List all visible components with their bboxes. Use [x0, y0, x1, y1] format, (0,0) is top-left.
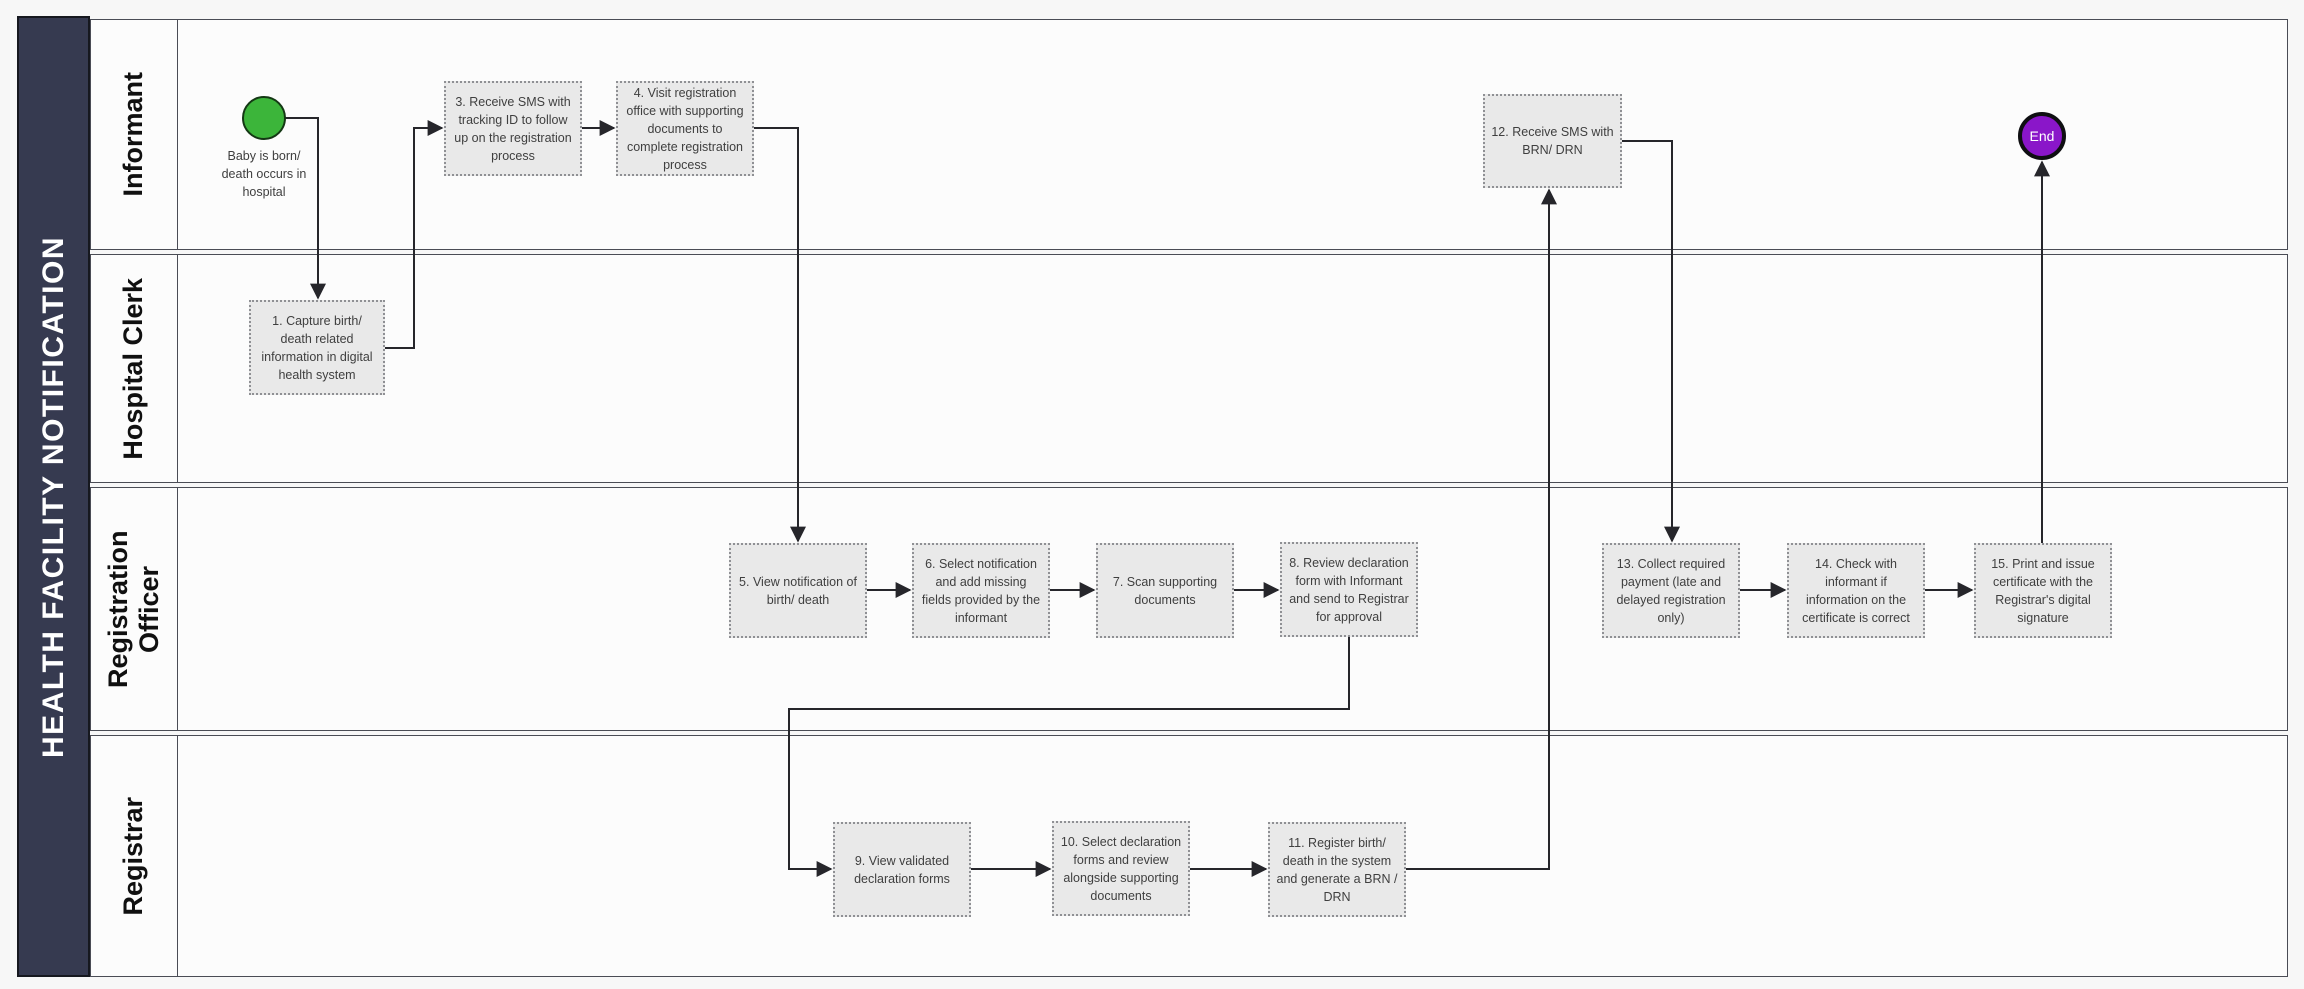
lane-label-informant: Informant	[91, 20, 178, 249]
task-14[interactable]: 14. Check with informant if information …	[1787, 543, 1925, 638]
lane-label-text: Hospital Clerk	[118, 277, 149, 460]
pool-title-text: HEALTH FACILITY NOTIFICATION	[36, 235, 70, 758]
lane-hospital-clerk: Hospital Clerk	[90, 254, 2288, 483]
task-12[interactable]: 12. Receive SMS with BRN/ DRN	[1483, 94, 1622, 188]
task-5[interactable]: 5. View notification of birth/ death	[729, 543, 867, 638]
end-event-label: End	[2029, 128, 2055, 144]
lane-label-text: Registration Officer	[102, 530, 164, 688]
task-13[interactable]: 13. Collect required payment (late and d…	[1602, 543, 1740, 638]
lane-label-text: Informant	[118, 72, 149, 197]
lane-informant: Informant	[90, 19, 2288, 250]
start-event-label: Baby is born/ death occurs in hospital	[221, 149, 307, 199]
task-6[interactable]: 6. Select notification and add missing f…	[912, 543, 1050, 638]
task-8[interactable]: 8. Review declaration form with Informan…	[1280, 542, 1418, 637]
task-3[interactable]: 3. Receive SMS with tracking ID to follo…	[444, 81, 582, 176]
task-9[interactable]: 9. View validated declaration forms	[833, 822, 971, 917]
task-7[interactable]: 7. Scan supporting documents	[1096, 543, 1234, 638]
start-event-circle[interactable]	[242, 96, 286, 140]
task-1[interactable]: 1. Capture birth/ death related informat…	[249, 300, 385, 395]
lane-label-registration-officer: Registration Officer	[91, 488, 178, 730]
task-15[interactable]: 15. Print and issue certificate with the…	[1974, 543, 2112, 638]
pool-header: HEALTH FACILITY NOTIFICATION	[17, 16, 90, 977]
task-11[interactable]: 11. Register birth/ death in the system …	[1268, 822, 1406, 917]
task-4[interactable]: 4. Visit registration office with suppor…	[616, 81, 754, 176]
lane-label-registrar: Registrar	[91, 736, 178, 976]
lane-label-text: Registrar	[118, 796, 149, 916]
lane-label-hospital-clerk: Hospital Clerk	[91, 255, 178, 482]
task-10[interactable]: 10. Select declaration forms and review …	[1052, 821, 1190, 916]
end-event-circle[interactable]: End	[2018, 112, 2066, 160]
